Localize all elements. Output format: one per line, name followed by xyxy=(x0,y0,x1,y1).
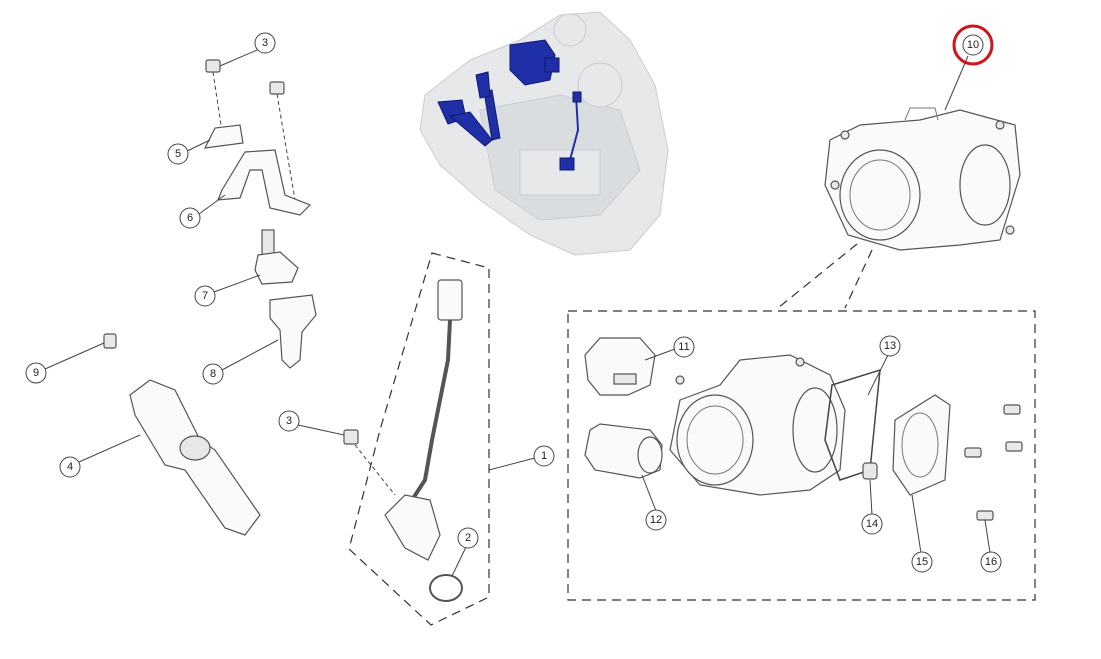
svg-text:13: 13 xyxy=(884,340,896,352)
svg-text:2: 2 xyxy=(465,532,471,544)
callout-14: 14 xyxy=(861,513,883,535)
pressure-sensor-part xyxy=(254,229,299,285)
callout-12: 12 xyxy=(645,509,667,531)
svg-text:1: 1 xyxy=(541,450,547,462)
svg-text:12: 12 xyxy=(650,514,662,526)
callout-5: 5 xyxy=(167,143,189,165)
gasket-15 xyxy=(892,394,951,496)
svg-text:9: 9 xyxy=(33,367,39,379)
ignition-coil-part xyxy=(129,379,261,536)
svg-text:15: 15 xyxy=(916,556,928,568)
callout-9: 9 xyxy=(25,362,47,384)
svg-text:3: 3 xyxy=(286,415,292,427)
callout-13: 13 xyxy=(879,335,901,357)
svg-text:11: 11 xyxy=(678,341,689,353)
throttle-body-exploded-part xyxy=(669,354,846,496)
callout-8: 8 xyxy=(202,363,224,385)
svg-text:3: 3 xyxy=(262,37,268,49)
callout-15: 15 xyxy=(911,551,933,573)
callout-11: 11 xyxy=(673,336,695,358)
svg-text:16: 16 xyxy=(985,556,997,568)
highlight-ring xyxy=(952,24,994,66)
fuel-injector-part xyxy=(269,294,317,369)
gasket-13 xyxy=(824,368,881,481)
leader-lines xyxy=(44,49,991,577)
svg-text:8: 8 xyxy=(210,368,216,380)
o-ring-2 xyxy=(429,574,463,602)
plug-14 xyxy=(862,462,878,480)
throttle-body-part xyxy=(824,107,1021,251)
callout-6: 6 xyxy=(179,207,201,229)
svg-text:6: 6 xyxy=(187,212,193,224)
idle-control-valve-part xyxy=(584,423,663,479)
svg-text:14: 14 xyxy=(866,518,878,530)
callout-1: 1 xyxy=(533,445,555,467)
sensor-group-outline xyxy=(348,252,490,626)
callout-16: 16 xyxy=(980,551,1002,573)
screws-16 xyxy=(964,404,1023,521)
engine-overview-image xyxy=(419,11,669,256)
svg-text:10: 10 xyxy=(967,39,979,51)
screw-9 xyxy=(103,333,117,349)
callout-3-top: 3 xyxy=(254,32,276,54)
map-sensor-part xyxy=(584,337,656,396)
callout-3-bottom: 3 xyxy=(278,410,300,432)
sensor-harness-part xyxy=(343,279,463,561)
bracket-parts xyxy=(203,59,312,216)
throttle-group-outline xyxy=(567,310,1036,601)
callout-7: 7 xyxy=(194,285,216,307)
svg-text:5: 5 xyxy=(175,148,181,160)
svg-text:7: 7 xyxy=(202,290,208,302)
svg-text:4: 4 xyxy=(67,461,73,473)
callout-10: 10 xyxy=(952,24,994,66)
callout-4: 4 xyxy=(59,456,81,478)
callout-2: 2 xyxy=(457,527,479,549)
